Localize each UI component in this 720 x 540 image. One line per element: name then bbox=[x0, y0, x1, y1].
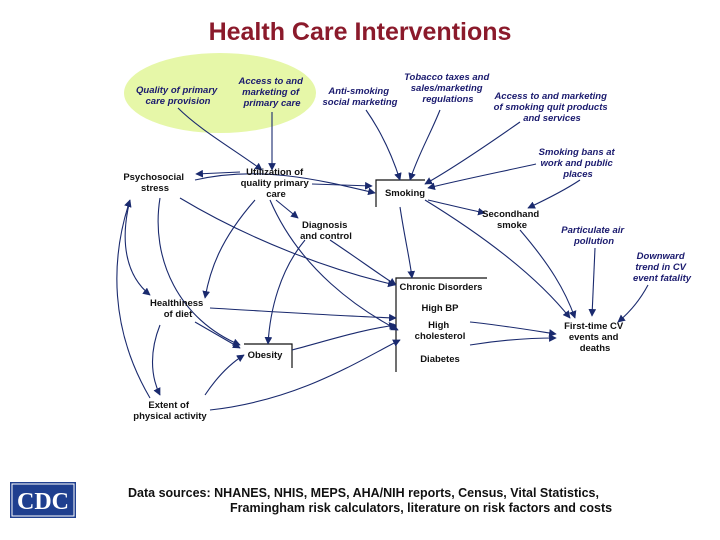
diagram-title: Health Care Interventions bbox=[208, 18, 512, 46]
data-sources: Data sources: NHANES, NHIS, MEPS, AHA/NI… bbox=[128, 486, 612, 516]
node-cv-events: First-time CV events and deaths bbox=[564, 321, 626, 354]
cdc-logo: CDC bbox=[10, 482, 76, 518]
node-obesity: Obesity bbox=[248, 350, 284, 361]
arrow-utilization-to-diagnosis bbox=[275, 199, 299, 219]
node-diet: Healthiness of diet bbox=[150, 298, 206, 320]
arrow-chronic-to-diabetes bbox=[469, 334, 557, 346]
arrow-psychosocial-to-chronic bbox=[179, 197, 396, 288]
node-high-chol: High cholesterol bbox=[415, 320, 466, 342]
arrow-physical-to-psychosocial bbox=[116, 199, 151, 399]
arrow-smoking-to-chronic bbox=[399, 206, 416, 279]
arrow-particulate-to-cv bbox=[588, 247, 597, 317]
arrow-diagnosis-to-chronic bbox=[329, 239, 397, 286]
data-sources-line1: Data sources: NHANES, NHIS, MEPS, AHA/NI… bbox=[128, 486, 599, 500]
arrow-quality-to-utilization bbox=[177, 107, 263, 171]
arrow-psychosocial-to-smoking bbox=[194, 173, 376, 196]
arrow-accessquit-to-smoking bbox=[424, 121, 521, 185]
arrow-bans-to-secondhand bbox=[527, 179, 581, 209]
node-quality-primary: Quality of primary care provision bbox=[136, 85, 220, 107]
arrow-utilization-to-diet bbox=[202, 199, 256, 299]
arrow-psychosocial-to-obesity bbox=[157, 197, 241, 346]
arrow-chronic-to-cv bbox=[469, 321, 557, 337]
arrow-smoking-to-cv bbox=[424, 199, 571, 319]
node-tobacco-taxes: Tobacco taxes and sales/marketing regula… bbox=[404, 72, 492, 105]
causal-diagram: Quality of primary care provision Access… bbox=[116, 53, 692, 422]
node-particulate: Particulate air pollution bbox=[561, 225, 626, 247]
arrow-utilization-to-highchol bbox=[269, 199, 399, 331]
node-psychosocial: Psychosocial stress bbox=[123, 172, 186, 194]
arrow-smoking-to-secondhand bbox=[427, 199, 486, 216]
node-anti-smoking: Anti-smoking social marketing bbox=[323, 86, 398, 108]
arrow-bans-to-smoking bbox=[427, 163, 537, 191]
node-smoking: Smoking bbox=[385, 188, 425, 199]
node-diagnosis: Diagnosis and control bbox=[300, 220, 352, 242]
intervention-highlight bbox=[124, 53, 316, 133]
node-chronic: Chronic Disorders bbox=[400, 282, 483, 293]
arrow-diagnosis-to-obesity bbox=[264, 239, 306, 345]
node-smoking-bans: Smoking bans at work and public places bbox=[539, 147, 618, 180]
node-high-bp: High BP bbox=[422, 303, 460, 314]
arrow-secondhand-to-cv bbox=[519, 229, 577, 319]
node-access-quit: Access to and marketing of smoking quit … bbox=[493, 91, 610, 124]
arrow-tobacco-to-smoking bbox=[408, 109, 441, 181]
node-physical: Extent of physical activity bbox=[133, 400, 207, 422]
obesity-box bbox=[244, 343, 293, 368]
arrow-downward-to-cv bbox=[617, 284, 649, 323]
arrow-diet-to-physical bbox=[152, 324, 161, 396]
node-utilization: Utilization of quality primary care bbox=[241, 167, 312, 200]
arrow-utilization-to-psychosocial bbox=[195, 169, 241, 178]
arrow-physical-to-obesity bbox=[204, 354, 245, 396]
node-diabetes: Diabetes bbox=[420, 354, 460, 365]
arrow-physical-to-chronic bbox=[209, 339, 401, 411]
arrow-obesity-to-chronic bbox=[291, 322, 397, 351]
node-access-marketing-primary: Access to and marketing of primary care bbox=[237, 76, 305, 109]
data-sources-line2: Framingham risk calculators, literature … bbox=[230, 501, 613, 515]
arrow-psychosocial-to-diet bbox=[124, 199, 151, 296]
arrow-diet-to-obesity bbox=[194, 321, 241, 349]
node-downward: Downward trend in CV event fatality bbox=[633, 251, 692, 284]
node-secondhand: Secondhand smoke bbox=[482, 209, 542, 231]
arrow-antismoking-to-smoking bbox=[365, 109, 402, 181]
cdc-logo-text: CDC bbox=[17, 489, 69, 515]
